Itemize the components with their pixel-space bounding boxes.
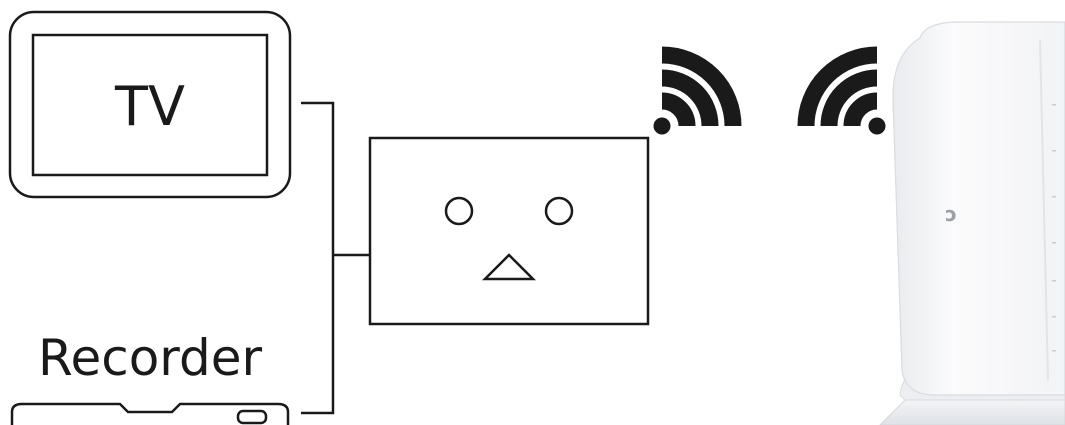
adapter-face-icon — [370, 138, 648, 324]
tv-icon: TV — [10, 12, 290, 197]
wifi-signal-left-icon — [806, 55, 886, 135]
connection-cables — [301, 103, 370, 413]
adapter-right-eye — [546, 198, 572, 224]
adapter-mouth — [485, 255, 533, 279]
router-logo-icon: ↄ — [945, 202, 957, 226]
recorder-icon — [12, 404, 288, 425]
wifi-signal-right-icon — [654, 55, 734, 135]
recorder-label: Recorder — [38, 329, 263, 387]
adapter-left-eye — [446, 198, 472, 224]
cable-bracket — [301, 103, 333, 413]
router-icon: ↄ — [880, 22, 1065, 425]
tv-label: TV — [114, 75, 185, 138]
